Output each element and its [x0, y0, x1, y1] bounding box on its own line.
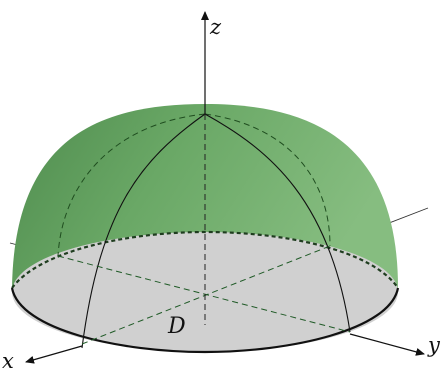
equator-back-dashed [11, 230, 399, 289]
meridian-front-right [204, 113, 351, 333]
base-disk [12, 232, 398, 352]
x-axis-label: x [2, 349, 14, 369]
y-axis-label: y [427, 333, 441, 357]
base-diameter-xaxis-dashed [57, 255, 351, 333]
z-axis-label: z [209, 15, 222, 39]
y-axis-front [349, 333, 425, 356]
base-diameter-yaxis-dashed [81, 245, 331, 345]
equator-front-rim [10, 287, 400, 354]
meridian-front-left [81, 113, 206, 349]
x-axis-front [25, 345, 83, 364]
meridian-back-left-dashed [57, 113, 206, 257]
region-d-label: D [167, 314, 186, 339]
